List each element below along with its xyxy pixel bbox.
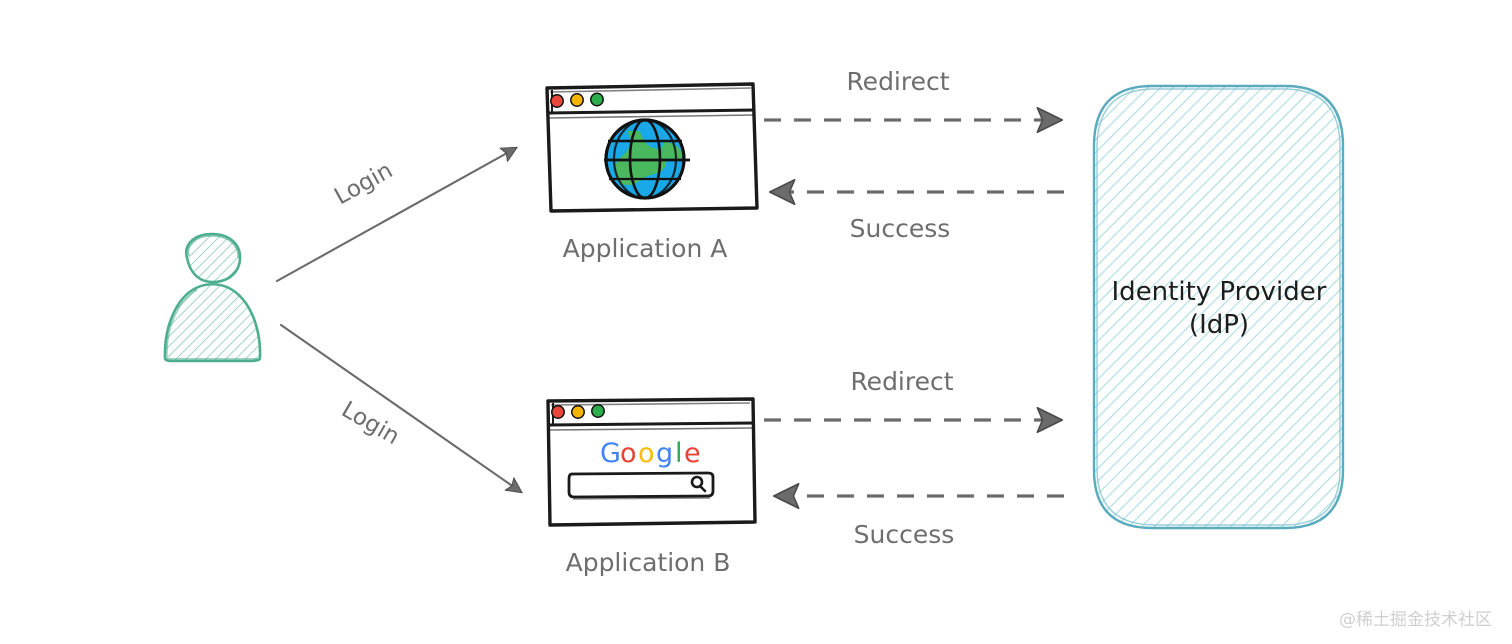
edge-label-success-top: Success: [850, 214, 951, 243]
magnifier-icon[interactable]: [690, 475, 707, 493]
edge-success-idp-to-a: Success: [768, 178, 1064, 243]
edge-redirect-b-to-idp: Redirect: [764, 367, 1064, 434]
edge-label-redirect-top: Redirect: [846, 67, 949, 96]
globe-icon: [604, 118, 690, 200]
identity-provider-label-line2: (IdP): [1189, 310, 1249, 340]
application-a-label: Application A: [563, 234, 728, 263]
google-logo-letter-l: l: [675, 438, 683, 469]
identity-provider-label-line1: Identity Provider: [1112, 277, 1327, 307]
traffic-light-close-icon[interactable]: [551, 405, 565, 419]
traffic-light-maximize-icon[interactable]: [591, 404, 605, 418]
edge-login-to-app-a: Login: [275, 146, 518, 283]
application-b-label: Application B: [566, 548, 731, 577]
application-b-window[interactable]: G o o g l e Application B: [546, 397, 757, 577]
google-logo-letter-o2: o: [638, 438, 655, 469]
traffic-light-minimize-icon[interactable]: [570, 93, 584, 107]
user-person: [163, 232, 262, 363]
edge-label-success-bottom: Success: [854, 520, 955, 549]
edge-label-login-a: Login: [330, 157, 397, 210]
google-logo: G o o g l e: [600, 438, 701, 469]
application-a-window[interactable]: Application A: [545, 82, 759, 263]
google-logo-letter-g1: G: [600, 438, 621, 469]
google-logo-letter-o1: o: [620, 438, 637, 469]
edge-login-to-app-b: Login: [279, 323, 523, 494]
edge-label-redirect-bottom: Redirect: [850, 367, 953, 396]
watermark: @稀土掘金技术社区: [1339, 610, 1492, 630]
google-logo-letter-e: e: [684, 438, 701, 469]
traffic-light-close-icon[interactable]: [550, 94, 564, 108]
google-search-input[interactable]: [567, 471, 715, 500]
google-logo-letter-g2: g: [656, 438, 673, 469]
edge-success-idp-to-b: Success: [772, 482, 1064, 549]
traffic-light-minimize-icon[interactable]: [571, 405, 585, 419]
identity-provider-box[interactable]: Identity Provider (IdP): [1092, 84, 1345, 530]
edge-redirect-a-to-idp: Redirect: [764, 67, 1064, 134]
traffic-light-maximize-icon[interactable]: [590, 92, 604, 107]
